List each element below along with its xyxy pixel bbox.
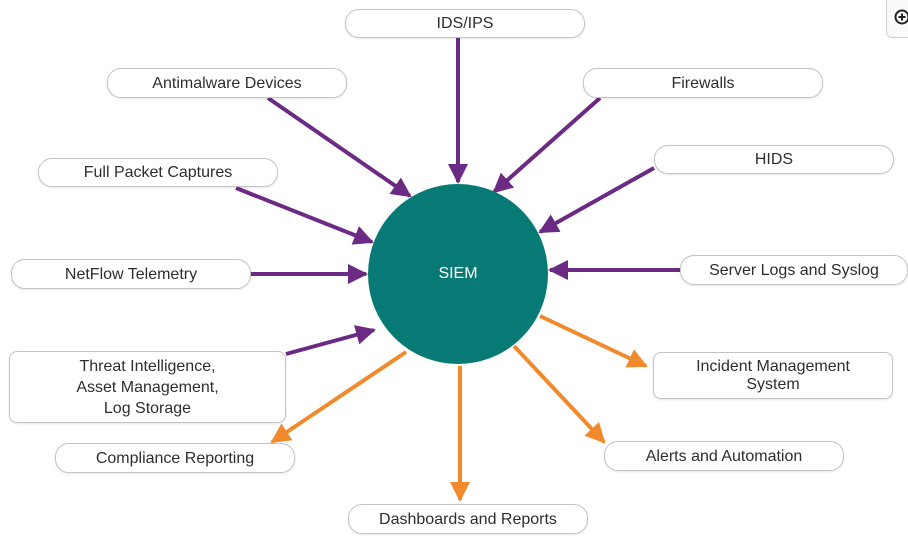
arrow-alerts-automation — [512, 344, 606, 444]
output-dashboards-reports: Dashboards and Reports — [348, 504, 588, 534]
source-hids: HIDS — [654, 145, 894, 174]
arrow-threat-intel-asset-log — [285, 325, 376, 356]
siem-hub: SIEM — [368, 184, 548, 364]
arrow-incident-management-system — [539, 314, 648, 368]
arrow-antimalware-devices — [266, 96, 412, 198]
zoom-in-icon — [894, 9, 908, 25]
source-netflow-telemetry: NetFlow Telemetry — [11, 259, 251, 289]
source-antimalware-devices: Antimalware Devices — [107, 68, 347, 98]
source-threat-intel-asset-log: Threat Intelligence, Asset Management, L… — [9, 351, 286, 423]
source-firewalls: Firewalls — [583, 68, 823, 98]
arrow-firewalls — [492, 96, 602, 194]
arrow-compliance-reporting — [270, 350, 408, 444]
source-server-logs-syslog: Server Logs and Syslog — [680, 255, 908, 285]
source-full-packet-captures: Full Packet Captures — [38, 158, 278, 187]
output-incident-management-system: Incident Management System — [653, 352, 893, 399]
output-compliance-reporting: Compliance Reporting — [55, 443, 295, 473]
zoom-in-button[interactable] — [886, 0, 908, 38]
arrow-hids — [538, 166, 655, 234]
arrow-full-packet-captures — [235, 186, 374, 245]
output-alerts-automation: Alerts and Automation — [604, 441, 844, 471]
source-ids-ips: IDS/IPS — [345, 9, 585, 38]
siem-label: SIEM — [438, 265, 478, 282]
